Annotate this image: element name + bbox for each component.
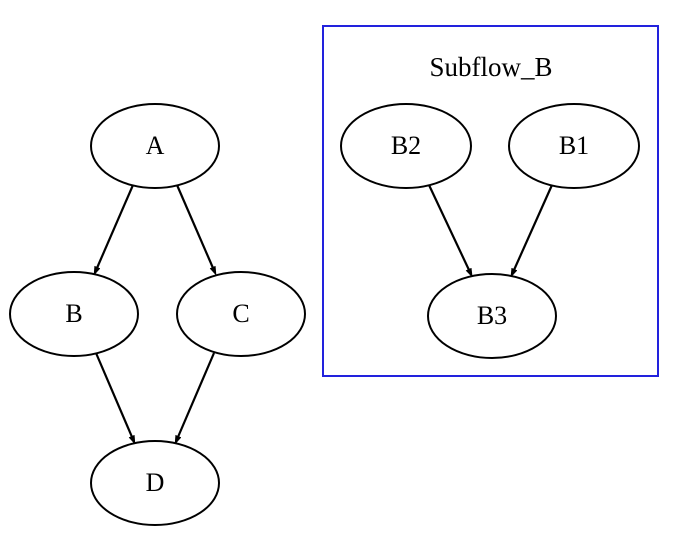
node-label-b1: B1 xyxy=(559,131,589,160)
node-c[interactable]: C xyxy=(176,271,306,357)
node-shape-b1 xyxy=(508,103,640,189)
node-shape-a xyxy=(90,103,220,189)
node-shape-b xyxy=(9,271,139,357)
edge-b-d[interactable] xyxy=(94,352,136,445)
edge-line-b2-b3 xyxy=(428,184,473,278)
node-d[interactable]: D xyxy=(90,440,220,526)
node-b1[interactable]: B1 xyxy=(508,103,640,189)
edge-line-b1-b3 xyxy=(510,184,554,278)
edge-b1-b3[interactable] xyxy=(510,184,554,278)
edge-line-a-b xyxy=(93,184,135,276)
nodes-group: A B C D B2 B1 xyxy=(9,103,640,526)
edge-b2-b3[interactable] xyxy=(428,184,473,278)
node-label-c: C xyxy=(232,299,249,328)
cluster-subflow-b[interactable]: Subflow_B xyxy=(322,25,659,377)
node-b3[interactable]: B3 xyxy=(427,273,557,359)
edge-a-b[interactable] xyxy=(93,184,135,276)
node-label-b: B xyxy=(65,299,82,328)
edge-line-c-d xyxy=(174,352,216,445)
edge-c-d[interactable] xyxy=(174,352,216,445)
node-label-b3: B3 xyxy=(477,301,507,330)
node-label-a: A xyxy=(146,131,165,160)
node-shape-d xyxy=(90,440,220,526)
edges-group xyxy=(93,184,554,445)
edge-line-b-d xyxy=(94,352,136,445)
node-b[interactable]: B xyxy=(9,271,139,357)
node-shape-b3 xyxy=(427,273,557,359)
node-shape-c xyxy=(176,271,306,357)
edge-line-a-c xyxy=(175,184,217,276)
node-shape-b2 xyxy=(340,103,472,189)
node-label-b2: B2 xyxy=(391,131,421,160)
cluster-border-subflow-b xyxy=(322,25,659,377)
cluster-label-subflow-b: Subflow_B xyxy=(429,52,552,82)
edge-a-c[interactable] xyxy=(175,184,217,276)
node-label-d: D xyxy=(146,468,165,497)
node-a[interactable]: A xyxy=(90,103,220,189)
node-b2[interactable]: B2 xyxy=(340,103,472,189)
